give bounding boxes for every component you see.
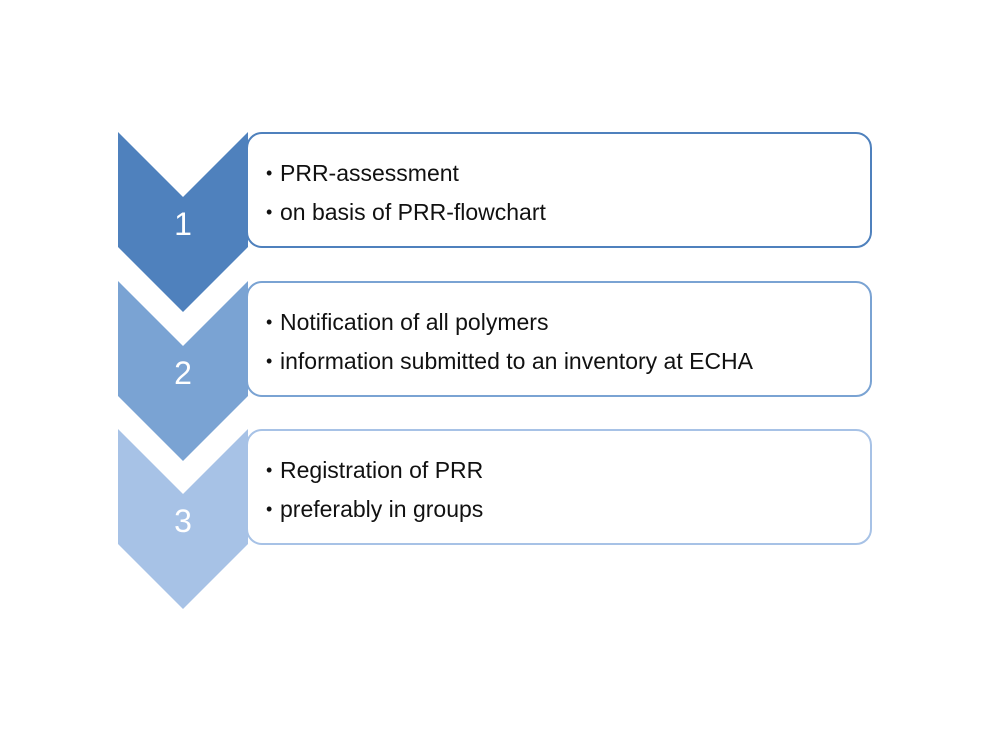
step-1-chevron-shape <box>118 132 248 312</box>
step-3-bullet-list: • Registration of PRR • preferably in grou… <box>266 451 870 529</box>
step-3: 3 • Registration of PRR • preferably in gr… <box>0 429 1000 609</box>
bullet-text: Notification of all polymers <box>280 309 549 335</box>
bullet-item: • Registration of PRR <box>266 451 870 490</box>
bullet-dot: • <box>266 312 273 332</box>
step-1-bullet-list: • PRR-assessment • on basis of PRR-flowcha… <box>266 154 870 232</box>
bullet-dot: • <box>266 460 273 480</box>
step-1-number: 1 <box>174 206 192 242</box>
bullet-item: • PRR-assessment <box>266 154 870 193</box>
step-1-text-box: • PRR-assessment • on basis of PRR-flowcha… <box>246 132 872 248</box>
bullet-item: • on basis of PRR-flowchart <box>266 193 870 232</box>
step-3-chevron <box>118 429 248 609</box>
bullet-item: • information submitted to an inventory a… <box>266 342 870 381</box>
step-3-text-box: • Registration of PRR • preferably in grou… <box>246 429 872 545</box>
step-1: 1 • PRR-assessment • on basis of PRR-flowc… <box>0 132 1000 312</box>
bullet-text: information submitted to an inventory at… <box>280 348 754 374</box>
bullet-text: preferably in groups <box>280 496 484 522</box>
bullet-text: PRR-assessment <box>280 160 459 186</box>
step-3-number: 3 <box>174 503 192 539</box>
step-2-text-box: • Notification of all polymers • informati… <box>246 281 872 397</box>
bullet-dot: • <box>266 351 273 371</box>
bullet-text: Registration of PRR <box>280 457 484 483</box>
step-3-chevron-shape <box>118 429 248 609</box>
bullet-dot: • <box>266 499 273 519</box>
bullet-dot: • <box>266 163 273 183</box>
bullet-dot: • <box>266 202 273 222</box>
step-2-number: 2 <box>174 355 192 391</box>
step-2: 2 • Notification of all polymers • informa… <box>0 281 1000 461</box>
bullet-item: • Notification of all polymers <box>266 303 870 342</box>
step-2-chevron-shape <box>118 281 248 461</box>
step-2-bullet-list: • Notification of all polymers • informati… <box>266 303 870 381</box>
bullet-item: • preferably in groups <box>266 490 870 529</box>
step-1-chevron <box>118 132 248 312</box>
step-2-chevron <box>118 281 248 461</box>
bullet-text: on basis of PRR-flowchart <box>280 199 546 225</box>
